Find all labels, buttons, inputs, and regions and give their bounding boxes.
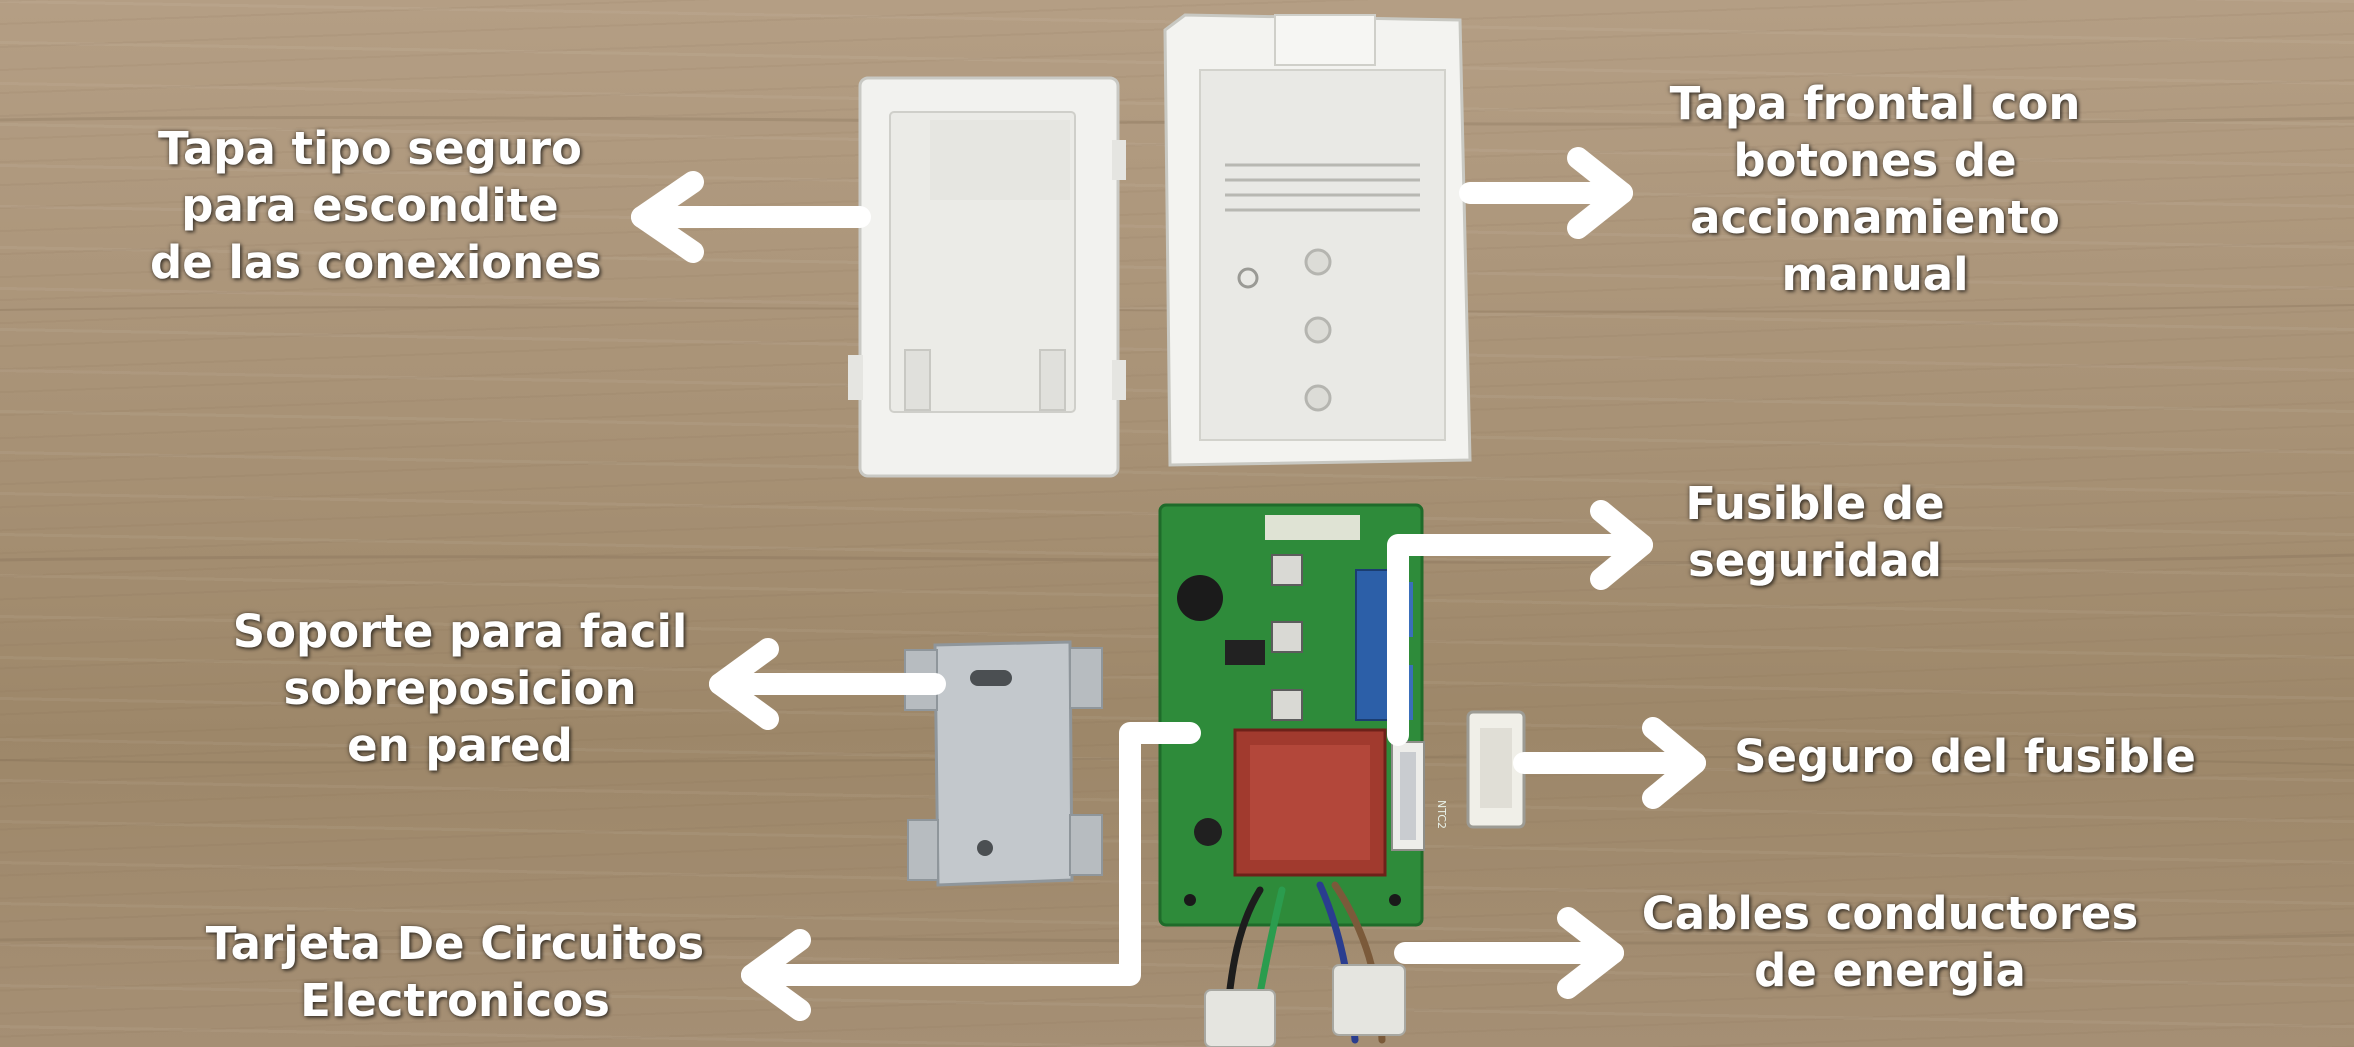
- label-lock-cover-line: de las conexiones: [150, 236, 602, 289]
- front-cover-vents: [1225, 163, 1420, 212]
- fuse-holder: [1391, 741, 1425, 851]
- circuit-board: [1158, 503, 1424, 927]
- wall-bracket: [904, 640, 1103, 887]
- label-bracket-line: sobreposicion: [283, 662, 637, 715]
- label-front-cover: Tapa frontal con botones de accionamient…: [1645, 75, 2105, 303]
- arrow-lock-cover: [631, 171, 871, 263]
- label-front-cover-line: botones de: [1733, 134, 2017, 187]
- label-front-cover-line: Tapa frontal con: [1669, 77, 2081, 130]
- arrow-cables: [1394, 907, 1624, 999]
- cable-glands: [1204, 964, 1406, 1047]
- fuse-lock-piece: [1466, 710, 1526, 829]
- label-fuse-lock: Seguro del fusible: [1715, 728, 2215, 785]
- label-cables: Cables conductores de energia: [1620, 885, 2160, 999]
- label-fuse-lock-line: Seguro del fusible: [1734, 730, 2196, 783]
- label-cables-line: Cables conductores: [1641, 887, 2139, 940]
- arrow-circuit-board: [741, 722, 1201, 1021]
- label-front-cover-line: manual: [1781, 248, 1969, 301]
- lock-cover: [848, 76, 1126, 478]
- label-bracket-line: Soporte para facil: [232, 605, 688, 658]
- fuse-holder-marking: NTC2: [1435, 800, 1448, 829]
- label-circuit-board-line: Electronicos: [300, 974, 610, 1027]
- label-bracket: Soporte para facil sobreposicion en pare…: [215, 603, 705, 774]
- front-cover-box: [1163, 13, 1472, 467]
- label-cables-line: de energia: [1754, 944, 2026, 997]
- label-circuit-board-line: Tarjeta De Circuitos: [205, 917, 705, 970]
- label-bracket-line: en pared: [347, 719, 573, 772]
- arrow-fuse-lock: [1513, 717, 1706, 809]
- label-front-cover-line: accionamiento: [1690, 191, 2060, 244]
- label-fuse: Fusible de seguridad: [1655, 475, 1975, 589]
- label-circuit-board: Tarjeta De Circuitos Electronicos: [175, 915, 735, 1029]
- circuit-board-buttons: [1271, 554, 1303, 721]
- arrow-bracket: [709, 638, 946, 730]
- label-lock-cover-line: Tapa tipo seguro: [158, 122, 582, 175]
- label-fuse-line: seguridad: [1688, 534, 1942, 587]
- label-fuse-line: Fusible de: [1685, 477, 1945, 530]
- label-lock-cover: Tapa tipo seguro para escondite de las c…: [150, 120, 602, 291]
- arrow-front-cover: [1459, 147, 1633, 239]
- arrow-fuse: [1387, 500, 1653, 746]
- label-lock-cover-line: para escondite: [181, 179, 559, 232]
- annotation-arrows: [631, 147, 1706, 1021]
